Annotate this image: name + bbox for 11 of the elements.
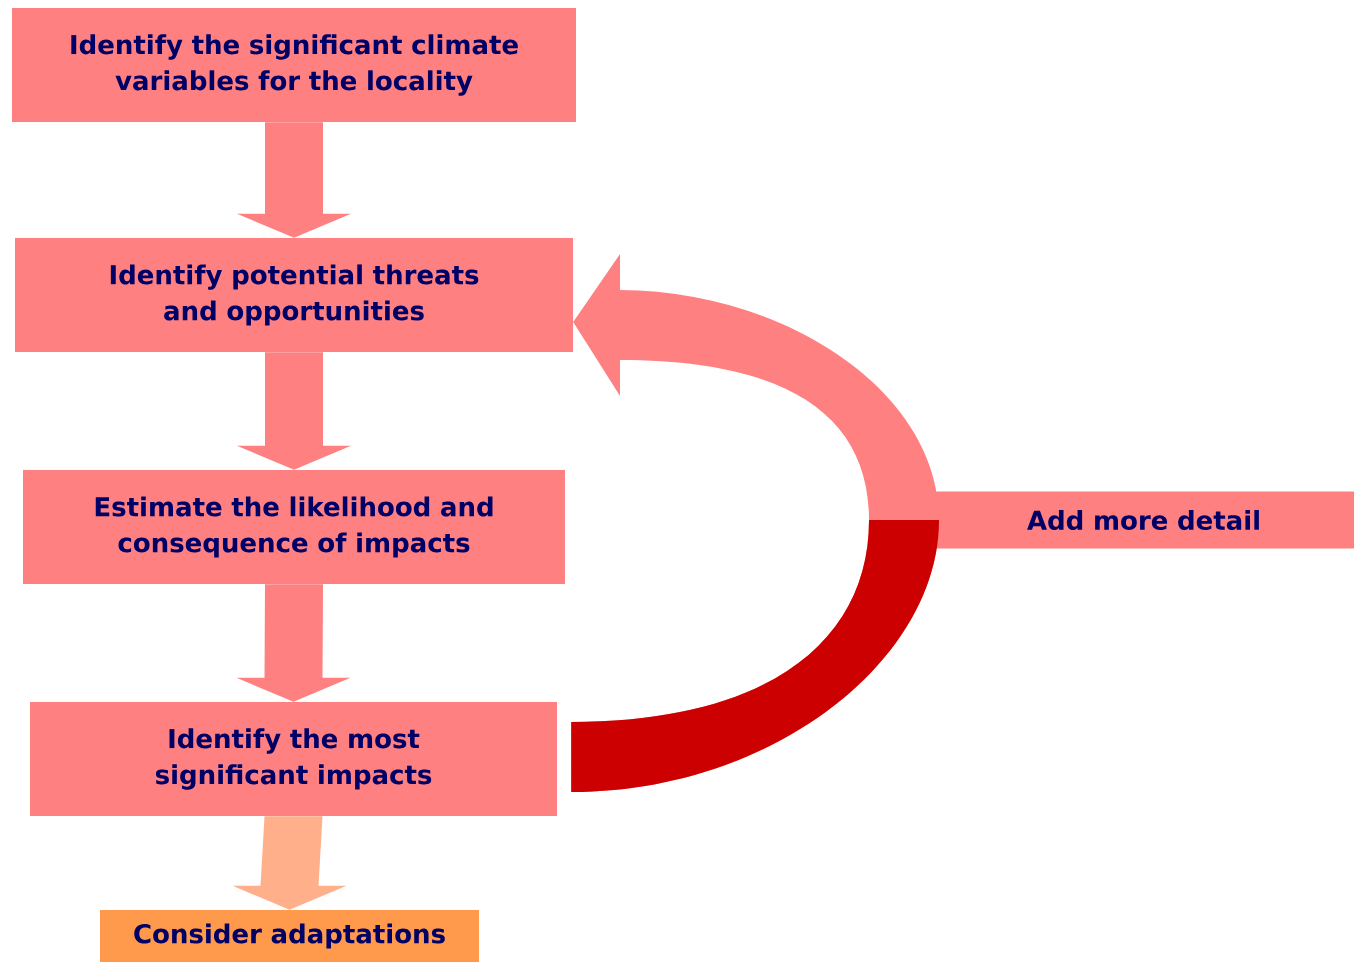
process-box: Consider adaptations bbox=[100, 910, 479, 962]
block-arrow bbox=[237, 352, 351, 470]
process-box: Identify the significant climate variables for the locality bbox=[12, 8, 576, 122]
block-arrow bbox=[236, 584, 351, 702]
process-box: Identify the most significant impacts bbox=[30, 702, 557, 816]
block-arrow bbox=[232, 816, 347, 910]
loop-arrow bbox=[571, 254, 939, 792]
process-box: Identify potential threats and opportunities bbox=[15, 238, 573, 352]
process-box: Add more detail bbox=[934, 491, 1354, 549]
block-arrow bbox=[237, 122, 351, 238]
process-box: Estimate the likelihood and consequence of impacts bbox=[23, 470, 565, 584]
